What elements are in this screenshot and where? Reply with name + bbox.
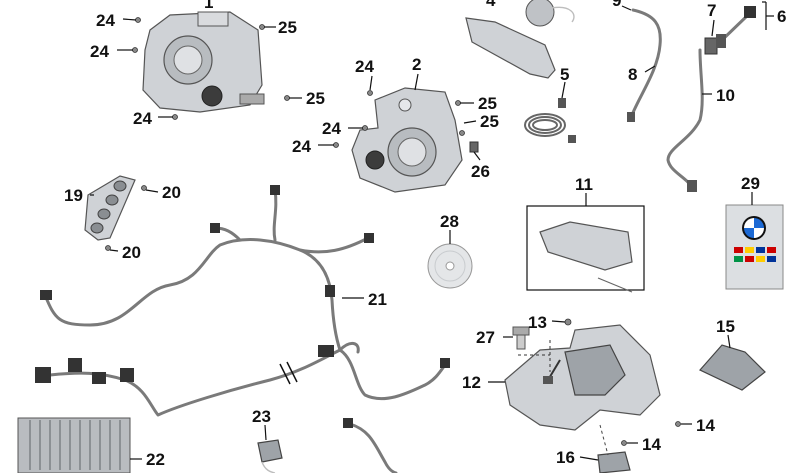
- callout-24e: 24: [322, 119, 341, 138]
- connector-7: [704, 37, 718, 55]
- cable-10: [666, 48, 704, 192]
- console-12: [504, 324, 661, 431]
- screw-13: [564, 318, 572, 326]
- cable-8: [627, 8, 662, 122]
- callout-20b: 20: [122, 243, 141, 262]
- callout-24b: 24: [90, 42, 109, 61]
- screw-24-group-top: [132, 17, 290, 120]
- callout-19: 19: [64, 186, 83, 205]
- bracket-4: [465, 0, 575, 79]
- callout-15: 15: [716, 317, 735, 336]
- callout-14a: 14: [696, 416, 715, 435]
- callout-22: 22: [146, 450, 165, 469]
- coiled-cable-5: [524, 98, 576, 143]
- disc-28: [427, 243, 473, 289]
- wiring-harness-21: [35, 185, 450, 417]
- cover-box-11: [526, 205, 645, 293]
- bracket-16: [597, 424, 631, 473]
- callout-27: 27: [476, 328, 495, 347]
- callout-labels: 1 24 24 24 25 25 2 24 24 24 25 25 26 4 5…: [64, 0, 786, 469]
- callout-26: 26: [471, 162, 490, 181]
- callout-21: 21: [368, 290, 387, 309]
- callout-13: 13: [528, 313, 547, 332]
- flag-stripes-icon: [734, 247, 776, 262]
- callout-23: 23: [252, 407, 271, 426]
- callout-20a: 20: [162, 183, 181, 202]
- callout-12: 12: [462, 373, 481, 392]
- screw-14-group: [621, 421, 681, 446]
- callout-24f: 24: [292, 137, 311, 156]
- leader-lines: [90, 1, 774, 461]
- cable-6: [716, 6, 756, 48]
- callout-28: 28: [440, 212, 459, 231]
- cable-bottom: [343, 418, 398, 473]
- callout-14b: 14: [642, 435, 661, 454]
- callout-24d: 24: [355, 57, 374, 76]
- screw-20-group: [105, 185, 147, 251]
- callout-25c: 25: [478, 94, 497, 113]
- speaker-housing-1: [142, 11, 265, 113]
- callout-10: 10: [716, 86, 735, 105]
- callout-4: 4: [486, 0, 496, 10]
- callout-25a: 25: [278, 18, 297, 37]
- callout-24c: 24: [133, 109, 152, 128]
- callout-5: 5: [560, 65, 569, 84]
- amplifier-22: [17, 417, 131, 473]
- callout-11: 11: [575, 175, 593, 194]
- callout-1: 1: [204, 0, 213, 12]
- callout-2: 2: [412, 55, 421, 74]
- callout-24a: 24: [96, 11, 115, 30]
- clip-27: [512, 326, 551, 372]
- switch-panel-19: [84, 175, 136, 241]
- callout-25d: 25: [480, 112, 499, 131]
- callout-7: 7: [707, 1, 716, 20]
- callout-25b: 25: [306, 89, 325, 108]
- callout-8: 8: [628, 65, 637, 84]
- callout-16: 16: [556, 448, 575, 467]
- speaker-housing-2: [351, 87, 463, 193]
- callout-6: 6: [777, 7, 786, 26]
- callout-29: 29: [741, 174, 760, 193]
- callout-9: 9: [612, 0, 621, 10]
- manual-29: [725, 204, 784, 290]
- mat-15: [699, 344, 766, 391]
- module-23: [257, 439, 283, 473]
